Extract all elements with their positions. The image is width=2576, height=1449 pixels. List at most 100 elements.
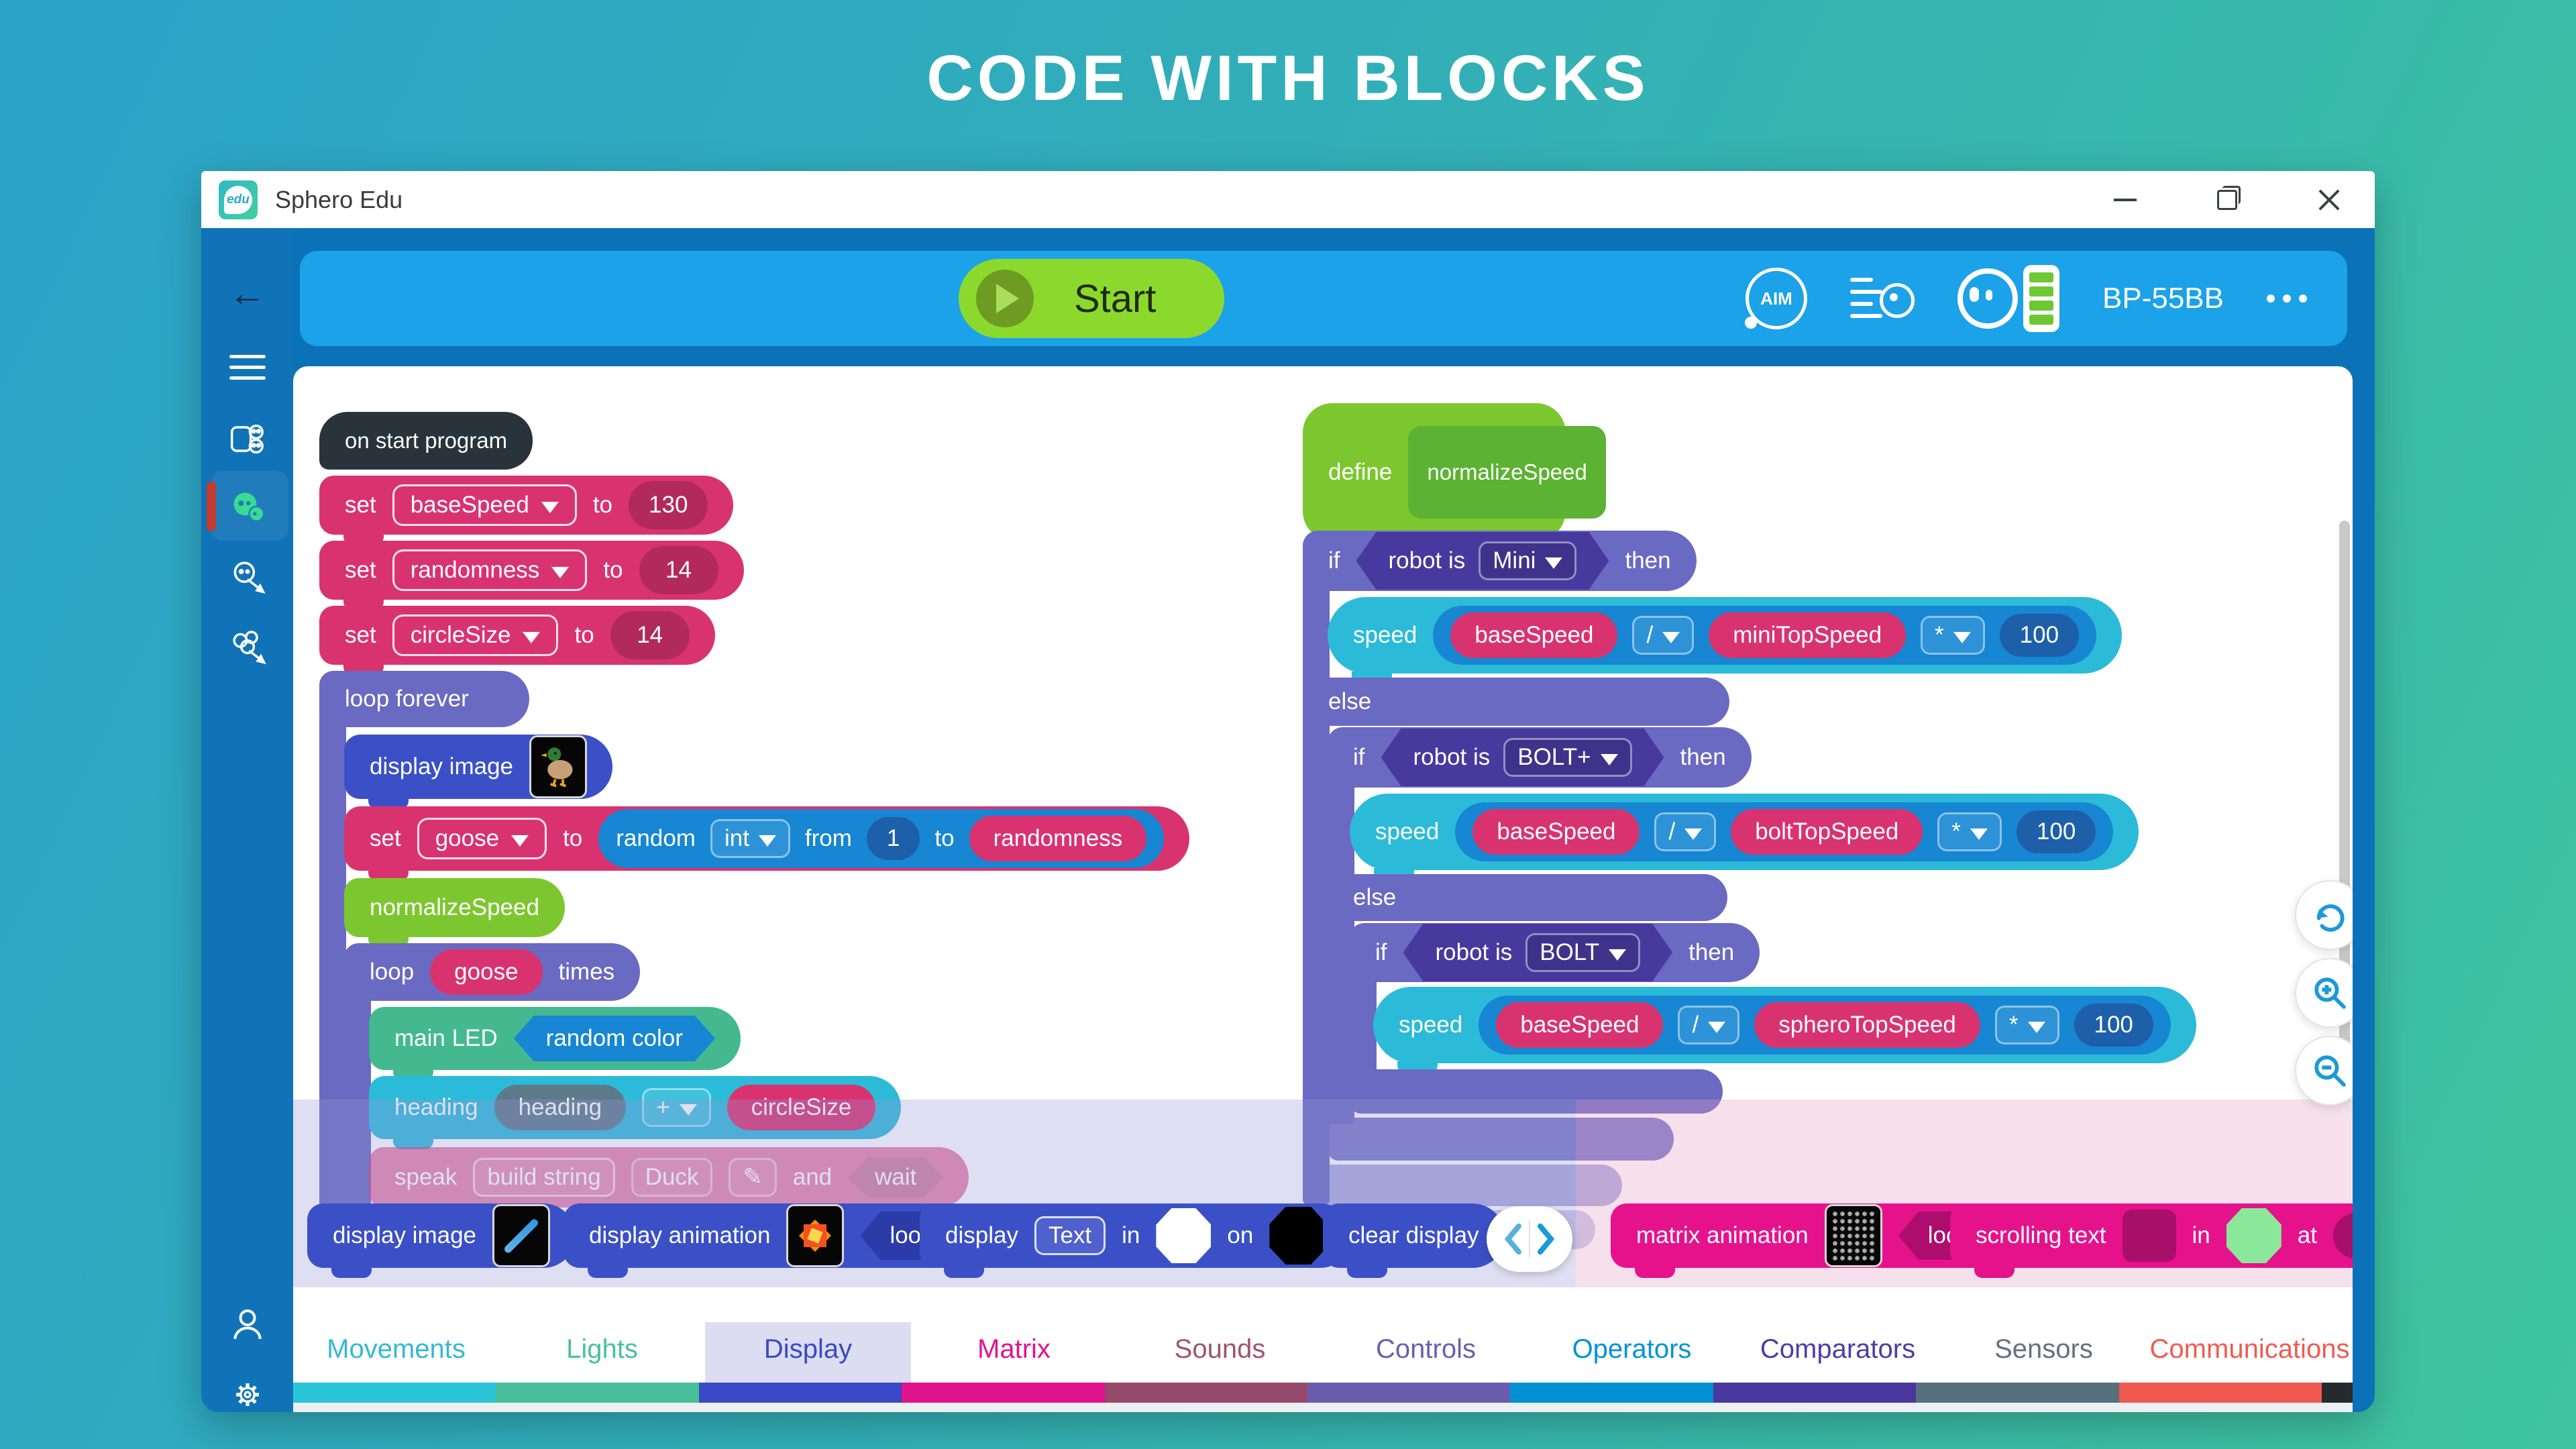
- block-else-2[interactable]: else: [1328, 874, 1727, 921]
- robot-is-condition[interactable]: robot is BOLT+: [1381, 729, 1664, 786]
- block-set-circlesize[interactable]: set circleSize to 14: [319, 606, 715, 675]
- tab-matrix[interactable]: Matrix: [977, 1334, 1051, 1364]
- wait-hexagon[interactable]: wait: [848, 1157, 943, 1197]
- block-speed-sphero[interactable]: speed baseSpeed / spheroTopSpeed * 100: [1373, 987, 2196, 1073]
- value-input[interactable]: 130: [629, 481, 708, 529]
- scroll-text-input[interactable]: [2122, 1210, 2176, 1262]
- from-value[interactable]: 1: [866, 817, 920, 860]
- tab-sensors[interactable]: Sensors: [1994, 1334, 2093, 1364]
- edit-pencil-button[interactable]: ✎: [729, 1158, 777, 1197]
- sidebar-item-programs[interactable]: [201, 405, 293, 468]
- block-if-boltplus[interactable]: if robot is BOLT+ then: [1328, 727, 1752, 788]
- sidebar-item-community-edit[interactable]: [201, 614, 293, 678]
- block-heading[interactable]: heading heading + circleSize: [369, 1076, 902, 1149]
- heading-variable[interactable]: heading: [494, 1085, 627, 1130]
- block-normalizespeed-call[interactable]: normalizeSpeed: [344, 878, 565, 947]
- palette-clear-display[interactable]: clear display: [1323, 1203, 1505, 1278]
- basespeed-variable[interactable]: baseSpeed: [1472, 809, 1640, 855]
- zoom-out-button[interactable]: [2295, 1036, 2353, 1106]
- tab-sounds[interactable]: Sounds: [1174, 1334, 1266, 1364]
- block-loop-forever[interactable]: loop forever: [319, 671, 529, 727]
- tab-display[interactable]: Display: [705, 1322, 911, 1383]
- block-define[interactable]: define normalizeSpeed: [1303, 403, 1606, 541]
- speed-settings-button[interactable]: [1850, 271, 1915, 326]
- multiply-dropdown[interactable]: *: [1921, 616, 1985, 655]
- black-color-hexagon[interactable]: [1269, 1207, 1328, 1265]
- divide-dropdown[interactable]: /: [1654, 812, 1717, 851]
- variable-dropdown[interactable]: circleSize: [392, 614, 559, 656]
- spherotopspeed-variable[interactable]: spheroTopSpeed: [1754, 1002, 1980, 1048]
- canvas-scrollbar[interactable]: [2339, 521, 2350, 1091]
- divide-dropdown[interactable]: /: [1632, 616, 1695, 655]
- tab-communications[interactable]: Communications: [2149, 1334, 2350, 1364]
- robot-dropdown[interactable]: BOLT: [1525, 933, 1640, 972]
- block-if-bolt[interactable]: if robot is BOLT then: [1350, 923, 1760, 982]
- undo-button[interactable]: [2295, 880, 2353, 950]
- circlesize-variable[interactable]: circleSize: [727, 1085, 876, 1130]
- robot-is-condition[interactable]: robot is Mini: [1356, 532, 1609, 590]
- define-name-block[interactable]: normalizeSpeed: [1408, 425, 1606, 519]
- tab-comparators[interactable]: Comparators: [1760, 1334, 1916, 1364]
- block-set-basespeed[interactable]: set baseSpeed to 130: [319, 476, 734, 545]
- speed-expression[interactable]: baseSpeed / spheroTopSpeed * 100: [1479, 996, 2171, 1055]
- tab-movements[interactable]: Movements: [327, 1334, 466, 1364]
- randomness-variable[interactable]: randomness: [969, 816, 1147, 861]
- robot-connection-button[interactable]: [1957, 265, 2060, 332]
- profile-button[interactable]: [201, 1293, 293, 1356]
- random-int-block[interactable]: random int from 1 to randomness: [598, 809, 1165, 868]
- block-if-mini[interactable]: if robot is Mini then: [1303, 531, 1697, 591]
- variable-dropdown[interactable]: goose: [417, 818, 547, 859]
- settings-button[interactable]: [201, 1363, 293, 1412]
- palette-scrolling-text[interactable]: scrolling text in at 15 fps: [1950, 1203, 2353, 1278]
- close-button[interactable]: [2310, 181, 2348, 219]
- duck-image[interactable]: [529, 735, 587, 798]
- back-button[interactable]: ←: [201, 262, 293, 325]
- robot-dropdown[interactable]: BOLT+: [1503, 738, 1631, 777]
- block-else-1[interactable]: else: [1303, 678, 1729, 726]
- random-color-block[interactable]: random color: [514, 1016, 715, 1061]
- white-color-hexagon[interactable]: [1156, 1208, 1212, 1263]
- minitopspeed-variable[interactable]: miniTopSpeed: [1709, 612, 1907, 658]
- palette-display-text[interactable]: display Text in on: [920, 1203, 1353, 1278]
- tab-controls[interactable]: Controls: [1376, 1334, 1476, 1364]
- palette-display-image[interactable]: display image: [307, 1203, 576, 1278]
- value-100[interactable]: 100: [2016, 810, 2096, 853]
- sidebar-item-code-active[interactable]: [201, 471, 293, 541]
- block-canvas[interactable]: on start program set baseSpeed to 130 se…: [293, 366, 2353, 1322]
- robot-is-condition[interactable]: robot is BOLT: [1403, 924, 1673, 981]
- divide-dropdown[interactable]: /: [1678, 1006, 1740, 1044]
- tab-lights[interactable]: Lights: [566, 1334, 638, 1364]
- next-icon[interactable]: [1534, 1223, 1557, 1255]
- sidebar-item-robot-edit[interactable]: [201, 545, 293, 608]
- block-speed-mini[interactable]: speed baseSpeed / miniTopSpeed * 100: [1328, 597, 2123, 684]
- minimize-button[interactable]: [2106, 181, 2144, 219]
- menu-button[interactable]: [201, 335, 293, 398]
- multiply-dropdown[interactable]: *: [1937, 812, 2002, 851]
- multiply-dropdown[interactable]: *: [1994, 1006, 2059, 1044]
- value-100[interactable]: 100: [2074, 1004, 2153, 1046]
- variable-dropdown[interactable]: randomness: [392, 549, 588, 591]
- block-set-randomness[interactable]: set randomness to 14: [319, 541, 744, 610]
- basespeed-variable[interactable]: baseSpeed: [1450, 612, 1618, 658]
- int-dropdown[interactable]: int: [710, 819, 790, 858]
- zoom-in-button[interactable]: [2295, 958, 2353, 1028]
- value-input[interactable]: 14: [610, 611, 690, 659]
- start-button[interactable]: Start: [959, 259, 1224, 338]
- text-input[interactable]: Text: [1034, 1216, 1106, 1255]
- more-button[interactable]: [2267, 294, 2307, 303]
- value-input[interactable]: 14: [639, 546, 718, 594]
- build-string-block[interactable]: build string: [473, 1158, 615, 1197]
- prev-icon[interactable]: [1502, 1223, 1525, 1255]
- block-speed-bolt[interactable]: speed baseSpeed / boltTopSpeed * 100: [1350, 794, 2139, 880]
- green-color-hexagon[interactable]: [2226, 1208, 2282, 1263]
- block-display-image[interactable]: display image: [344, 735, 612, 809]
- aim-button[interactable]: AIM: [1745, 268, 1808, 329]
- block-speak[interactable]: speak build string Duck ✎ and wait: [369, 1147, 969, 1208]
- block-on-start-program[interactable]: on start program: [319, 412, 533, 470]
- restore-button[interactable]: [2208, 181, 2246, 219]
- block-loop-times[interactable]: loop goose times: [344, 943, 641, 1001]
- fps-value[interactable]: 15 fps: [2332, 1213, 2353, 1258]
- robot-dropdown[interactable]: Mini: [1479, 541, 1576, 580]
- basespeed-variable[interactable]: baseSpeed: [1496, 1002, 1664, 1048]
- goose-variable[interactable]: goose: [430, 949, 543, 995]
